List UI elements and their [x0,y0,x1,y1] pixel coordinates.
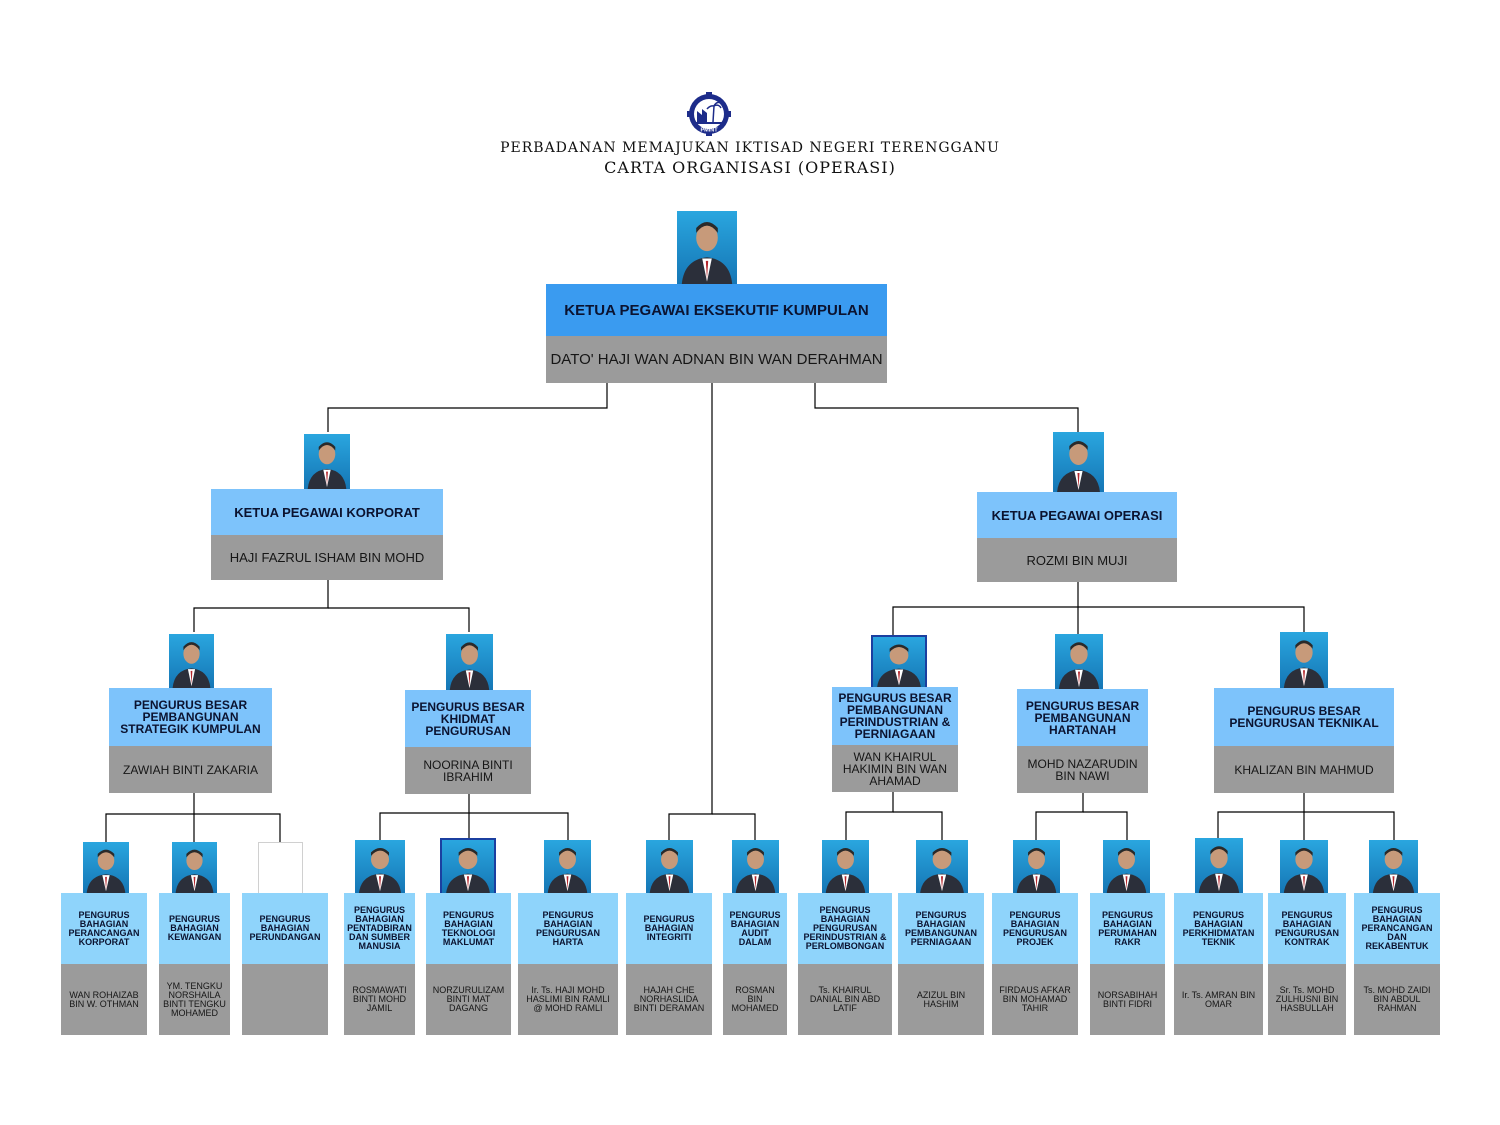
manager-box: PENGURUS BAHAGIAN INTEGRITI HAJAH CHE NO… [626,893,712,1035]
manager-box: PENGURUS BAHAGIAN PENGURUSAN PROJEK FIRD… [992,893,1078,1035]
portrait-photo [1280,632,1328,688]
manager-title: PENGURUS BAHAGIAN PERKHIDMATAN TEKNIK [1174,893,1263,964]
gm-title: PENGURUS BESAR PEMBANGUNAN STRATEGIK KUM… [109,688,272,746]
portrait-photo [871,635,927,689]
portrait-photo [1053,432,1104,492]
gm-name: KHALIZAN BIN MAHMUD [1214,746,1394,793]
portrait-photo [1280,840,1328,893]
corporate-chief-title: KETUA PEGAWAI KORPORAT [211,489,443,535]
manager-name: ROSMAWATI BINTI MOHD JAMIL [344,964,415,1035]
manager-box: PENGURUS BAHAGIAN PERANCANGAN DAN REKABE… [1354,893,1440,1035]
manager-title: PENGURUS BAHAGIAN PERANCANGAN KORPORAT [61,893,147,964]
portrait-photo [916,840,968,893]
manager-box: PENGURUS BAHAGIAN PENGURUSAN KONTRAK Sr.… [1268,893,1346,1035]
gm-name: NOORINA BINTI IBRAHIM [405,747,531,794]
manager-name: NORSABIHAH BINTI FIDRI [1090,964,1165,1035]
manager-box: PENGURUS BAHAGIAN PERUNDANGAN [242,893,328,1035]
gm-name: WAN KHAIRUL HAKIMIN BIN WAN AHAMAD [832,745,958,792]
ceo-name: DATO' HAJI WAN ADNAN BIN WAN DERAHMAN [546,336,887,383]
operations-chief-box: KETUA PEGAWAI OPERASI ROZMI BIN MUJI [977,492,1177,582]
gm-box: PENGURUS BESAR PENGURUSAN TEKNIKAL KHALI… [1214,688,1394,793]
portrait-photo [677,211,737,284]
manager-name: AZIZUL BIN HASHIM [898,964,984,1035]
manager-name: Ir. Ts. AMRAN BIN OMAR [1174,964,1263,1035]
portrait-photo [1103,840,1150,893]
manager-title: PENGURUS BAHAGIAN KEWANGAN [159,893,230,964]
manager-box: PENGURUS BAHAGIAN TEKNOLOGI MAKLUMAT NOR… [426,893,511,1035]
gm-box: PENGURUS BESAR PEMBANGUNAN HARTANAH MOHD… [1017,689,1148,793]
portrait-photo [355,840,405,893]
manager-title: PENGURUS BAHAGIAN AUDIT DALAM [723,893,787,964]
gm-title: PENGURUS BESAR PENGURUSAN TEKNIKAL [1214,688,1394,746]
manager-title: PENGURUS BAHAGIAN PENTADBIRAN DAN SUMBER… [344,893,415,964]
portrait-photo [544,840,591,893]
portrait-photo [1055,634,1103,689]
gm-name: ZAWIAH BINTI ZAKARIA [109,746,272,793]
portrait-photo [169,634,214,688]
manager-box: PENGURUS BAHAGIAN PEMBANGUNAN PERNIAGAAN… [898,893,984,1035]
portrait-photo [83,842,129,893]
manager-name: FIRDAUS AFKAR BIN MOHAMAD TAHIR [992,964,1078,1035]
manager-name: ROSMAN BIN MOHAMED [723,964,787,1035]
portrait-photo [1195,838,1243,893]
manager-title: PENGURUS BAHAGIAN PERUMAHAN RAKR [1090,893,1165,964]
manager-box: PENGURUS BAHAGIAN PERKHIDMATAN TEKNIK Ir… [1174,893,1263,1035]
portrait-placeholder [258,842,303,894]
organization-name: PERBADANAN MEMAJUKAN IKTISAD NEGERI TERE… [500,140,1000,156]
manager-name: YM. TENGKU NORSHAILA BINTI TENGKU MOHAME… [159,964,230,1035]
manager-box: PENGURUS BAHAGIAN PERUMAHAN RAKR NORSABI… [1090,893,1165,1035]
manager-name: HAJAH CHE NORHASLIDA BINTI DERAMAN [626,964,712,1035]
portrait-photo [172,842,217,893]
manager-name: Ts. KHAIRUL DANIAL BIN ABD LATIF [798,964,892,1035]
manager-title: PENGURUS BAHAGIAN PENGURUSAN PERINDUSTRI… [798,893,892,964]
manager-title: PENGURUS BAHAGIAN PEMBANGUNAN PERNIAGAAN [898,893,984,964]
logo-text: PMINT [700,128,718,134]
manager-name [242,964,328,1035]
pmint-logo: PMINT [685,92,733,136]
portrait-photo [1013,840,1060,893]
manager-box: PENGURUS BAHAGIAN PENGURUSAN PERINDUSTRI… [798,893,892,1035]
manager-title: PENGURUS BAHAGIAN PERANCANGAN DAN REKABE… [1354,893,1440,964]
manager-title: PENGURUS BAHAGIAN TEKNOLOGI MAKLUMAT [426,893,511,964]
operations-chief-title: KETUA PEGAWAI OPERASI [977,492,1177,538]
portrait-photo [446,634,493,690]
manager-title: PENGURUS BAHAGIAN INTEGRITI [626,893,712,964]
manager-title: PENGURUS BAHAGIAN PENGURUSAN KONTRAK [1268,893,1346,964]
manager-name: Sr. Ts. MOHD ZULHUSNI BIN HASBULLAH [1268,964,1346,1035]
portrait-photo [304,434,350,489]
gm-box: PENGURUS BESAR PEMBANGUNAN STRATEGIK KUM… [109,688,272,793]
manager-title: PENGURUS BAHAGIAN PENGURUSAN PROJEK [992,893,1078,964]
gm-title: PENGURUS BESAR PEMBANGUNAN PERINDUSTRIAN… [832,687,958,745]
gm-title: PENGURUS BESAR KHIDMAT PENGURUSAN [405,690,531,747]
portrait-photo [732,840,779,893]
gm-title: PENGURUS BESAR PEMBANGUNAN HARTANAH [1017,689,1148,746]
corporate-chief-box: KETUA PEGAWAI KORPORAT HAJI FAZRUL ISHAM… [211,489,443,580]
manager-title: PENGURUS BAHAGIAN PERUNDANGAN [242,893,328,964]
manager-name: NORZURULIZAM BINTI MAT DAGANG [426,964,511,1035]
ceo-title: KETUA PEGAWAI EKSEKUTIF KUMPULAN [546,284,887,336]
manager-box: PENGURUS BAHAGIAN PENTADBIRAN DAN SUMBER… [344,893,415,1035]
gm-name: MOHD NAZARUDIN BIN NAWI [1017,746,1148,793]
manager-name: Ts. MOHD ZAIDI BIN ABDUL RAHMAN [1354,964,1440,1035]
gm-box: PENGURUS BESAR KHIDMAT PENGURUSAN NOORIN… [405,690,531,794]
manager-title: PENGURUS BAHAGIAN PENGURUSAN HARTA [518,893,618,964]
corporate-chief-name: HAJI FAZRUL ISHAM BIN MOHD [211,535,443,580]
portrait-photo [646,840,693,893]
manager-name: Ir. Ts. HAJI MOHD HASLIMI BIN RAMLI @ MO… [518,964,618,1035]
manager-box: PENGURUS BAHAGIAN AUDIT DALAM ROSMAN BIN… [723,893,787,1035]
portrait-photo [440,838,496,895]
portrait-photo [1369,840,1418,893]
manager-box: PENGURUS BAHAGIAN KEWANGAN YM. TENGKU NO… [159,893,230,1035]
gm-box: PENGURUS BESAR PEMBANGUNAN PERINDUSTRIAN… [832,687,958,792]
manager-box: PENGURUS BAHAGIAN PERANCANGAN KORPORAT W… [61,893,147,1035]
chart-title: CARTA ORGANISASI (OPERASI) [604,158,896,177]
ceo-box: KETUA PEGAWAI EKSEKUTIF KUMPULAN DATO' H… [546,284,887,383]
portrait-photo [822,840,869,893]
manager-box: PENGURUS BAHAGIAN PENGURUSAN HARTA Ir. T… [518,893,618,1035]
operations-chief-name: ROZMI BIN MUJI [977,538,1177,582]
manager-name: WAN ROHAIZAB BIN W. OTHMAN [61,964,147,1035]
